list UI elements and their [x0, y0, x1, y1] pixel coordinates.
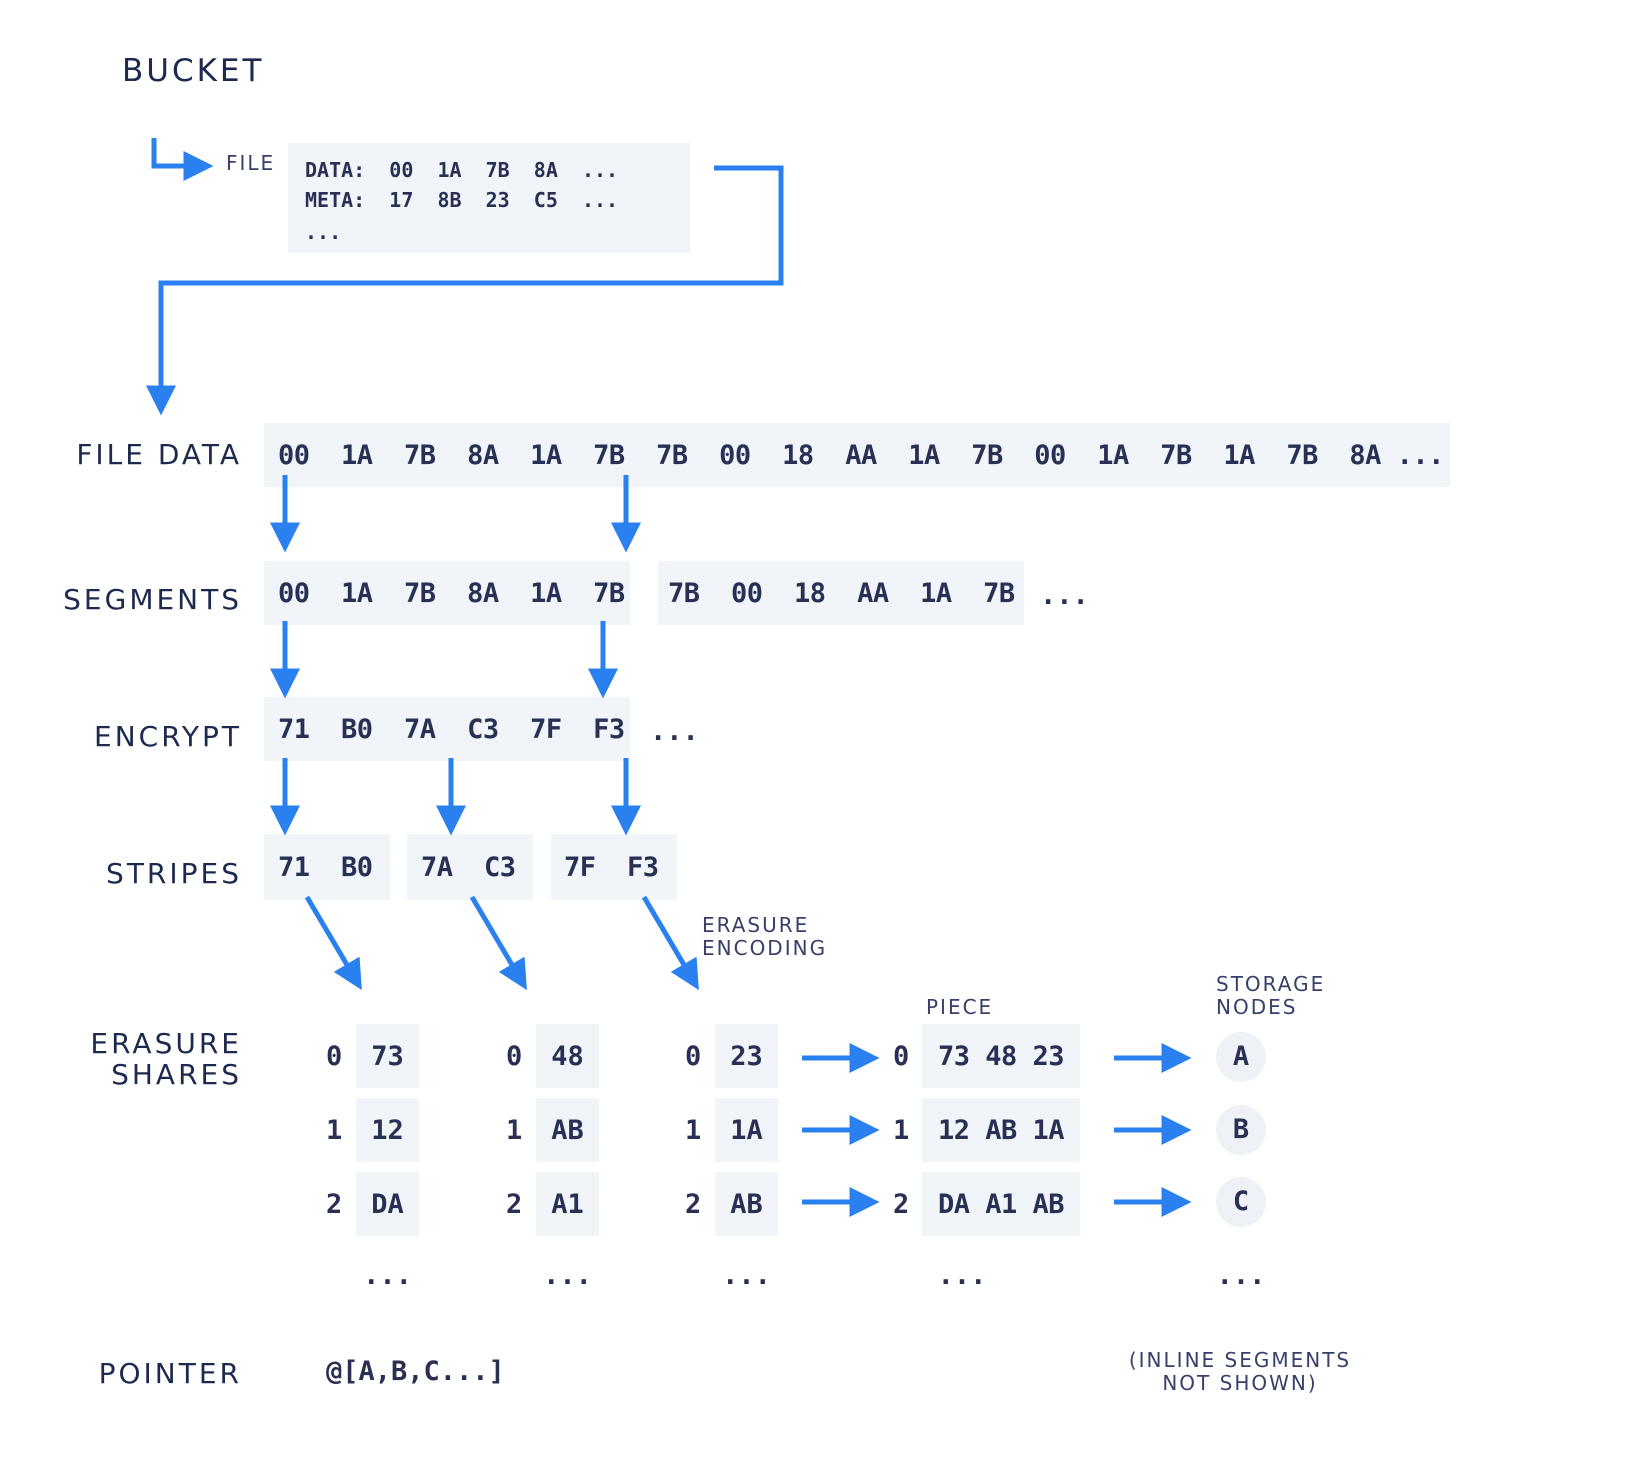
storage-node-label: B — [1232, 1114, 1250, 1145]
segment-1-box — [264, 561, 630, 625]
piece-box — [922, 1172, 1080, 1236]
file-meta-line: META: 17 8B 23 C5 ... — [305, 188, 619, 212]
share-box — [356, 1024, 419, 1088]
share-box — [356, 1172, 419, 1236]
share-ellipsis: ... — [543, 1260, 592, 1291]
storage-nodes-label: NODES — [1216, 995, 1298, 1019]
row-label-stripes: STRIPES — [106, 857, 242, 890]
erasure-encoding-label: ERASURE — [702, 913, 810, 937]
storage-node — [1216, 1032, 1266, 1082]
storage-node-label: A — [1232, 1041, 1250, 1072]
piece-box — [922, 1098, 1080, 1162]
encrypt-box — [264, 697, 630, 761]
storage-node — [1216, 1105, 1266, 1155]
storage-nodes-label: STORAGE — [1216, 972, 1326, 996]
storage-node — [1216, 1177, 1266, 1227]
row-label-pointer: POINTER — [98, 1357, 242, 1390]
segment-1-bytes: 00 1A 7B 8A 1A 7B — [278, 578, 625, 609]
piece-ellipsis: ... — [937, 1260, 987, 1291]
piece-value: DA A1 AB — [937, 1189, 1065, 1220]
share-value: AB — [730, 1189, 763, 1220]
share-value: 73 — [371, 1041, 404, 1072]
stripe-erasure-arrow — [304, 895, 362, 991]
stripe-bytes: 7F F3 — [564, 852, 659, 883]
share-index: 0 — [685, 1041, 702, 1072]
inline-segments-note: NOT SHOWN) — [1162, 1371, 1318, 1395]
share-box — [715, 1024, 778, 1088]
share-index: 0 — [326, 1041, 343, 1072]
segment-2-box — [658, 561, 1024, 625]
share-box — [536, 1098, 599, 1162]
file-more: ... — [305, 220, 342, 244]
inline-segments-note: (INLINE SEGMENTS — [1128, 1348, 1352, 1372]
share-value: DA — [371, 1189, 404, 1220]
row-label-encrypt: ENCRYPT — [94, 720, 242, 753]
segment-2-bytes: 7B 00 18 AA 1A 7B — [668, 578, 1015, 609]
encrypt-more: ... — [650, 716, 699, 747]
share-box — [715, 1172, 778, 1236]
segments-more: ... — [1040, 580, 1089, 611]
share-index: 2 — [506, 1189, 523, 1220]
share-index: 1 — [685, 1115, 702, 1146]
share-index: 0 — [506, 1041, 523, 1072]
row-label-file-data: FILE DATA — [76, 438, 242, 471]
storage-node-label: C — [1232, 1186, 1250, 1217]
storage-node-ellipsis: ... — [1216, 1260, 1266, 1291]
share-index: 1 — [506, 1115, 523, 1146]
bucket-title: BUCKET — [122, 53, 265, 89]
piece-index: 1 — [893, 1115, 910, 1146]
piece-value: 73 48 23 — [937, 1041, 1065, 1072]
share-box — [356, 1098, 419, 1162]
file-data-line: DATA: 00 1A 7B 8A ... — [305, 158, 619, 182]
piece-index: 0 — [893, 1041, 910, 1072]
row-label-segments: SEGMENTS — [63, 583, 242, 616]
stripe-bytes: 71 B0 — [278, 852, 373, 883]
piece-label: PIECE — [926, 995, 994, 1019]
piece-index: 2 — [893, 1189, 910, 1220]
row-label-erasure: ERASURE — [90, 1027, 242, 1060]
share-value: 23 — [730, 1041, 763, 1072]
share-value: 48 — [551, 1041, 584, 1072]
share-box — [536, 1172, 599, 1236]
share-box — [715, 1098, 778, 1162]
row-label-shares: SHARES — [111, 1058, 242, 1091]
file-data-bytes: 00 1A 7B 8A 1A 7B 7B 00 18 AA 1A 7B 00 1… — [278, 440, 1444, 471]
share-value: A1 — [551, 1189, 584, 1220]
erasure-encoding-label: ENCODING — [702, 936, 828, 960]
bucket-file-arrow — [151, 138, 214, 181]
stripe-box — [407, 834, 533, 900]
stripe-box — [264, 834, 390, 900]
piece-value: 12 AB 1A — [937, 1115, 1065, 1146]
share-value: 1A — [730, 1115, 763, 1146]
stripe-erasure-arrow — [469, 895, 527, 991]
file-label: FILE — [226, 151, 276, 175]
stripe-bytes: 7A C3 — [421, 852, 516, 883]
share-value: 12 — [371, 1115, 404, 1146]
share-ellipsis: ... — [363, 1260, 412, 1291]
share-index: 1 — [326, 1115, 343, 1146]
share-box — [536, 1024, 599, 1088]
encrypt-bytes: 71 B0 7A C3 7F F3 — [278, 714, 625, 745]
file-data-box — [264, 423, 1450, 487]
share-index: 2 — [685, 1189, 702, 1220]
share-value: AB — [551, 1115, 584, 1146]
piece-box — [922, 1024, 1080, 1088]
share-index: 2 — [326, 1189, 343, 1220]
stripe-box — [551, 834, 677, 900]
file-to-filedata-arrow — [146, 165, 784, 416]
pointer-value: @[A,B,C...] — [326, 1356, 505, 1387]
share-ellipsis: ... — [722, 1260, 771, 1291]
file-box — [288, 143, 690, 253]
stripe-erasure-arrow — [641, 895, 699, 991]
